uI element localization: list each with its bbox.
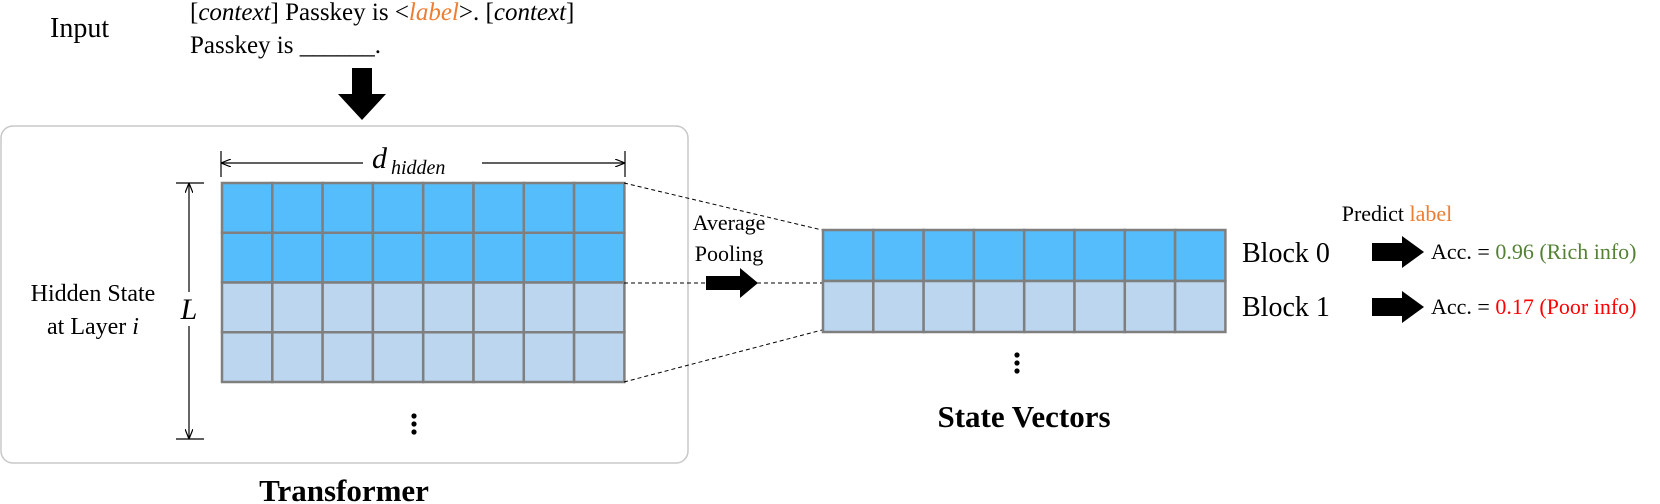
block-0-acc-prefix: Acc. = [1431,239,1495,264]
hidden-state-cell [421,181,475,234]
block-0-right-arrow-icon [1372,236,1424,268]
hidden-state-cell [371,181,425,234]
hidden-state-cell [321,331,375,384]
hidden-state-cell [220,281,274,334]
input-context-2: context [494,0,567,26]
state-vector-cell [1123,279,1177,334]
hidden-state-cell [271,281,324,334]
state-vectors-ellipsis-icon [1014,352,1020,374]
thick-down-arrow-icon [338,68,386,120]
dhidden-sub: hidden [391,157,445,179]
pooling-label-2: Pooling [695,241,763,266]
state-vector-cell [821,228,875,283]
hidden-state-var: i [132,314,139,340]
state-vector-cell [1022,228,1076,283]
pooling-label-1: Average [693,210,766,235]
block-0-acc: Acc. = 0.96 (Rich info) [1431,239,1636,264]
hidden-state-cell [220,231,274,284]
hidden-state-cell [271,231,324,284]
hidden-state-cell [572,181,626,234]
state-vector-cell [872,279,925,334]
transformer-title: Transformer [259,473,429,504]
hidden-state-cell [321,231,375,284]
L-label: L [180,293,198,326]
hidden-state-cell [472,331,526,384]
input-line-2: Passkey is ______. [190,32,381,59]
hidden-state-cell [321,281,375,334]
state-vector-cell [1173,279,1227,334]
dhidden-base: d [372,142,388,175]
state-vector-cell [922,279,976,334]
state-vector-cell [872,228,925,283]
state-vector-cell [1073,279,1127,334]
input-context-1: context [198,0,271,26]
block-0-acc-value: 0.96 (Rich info) [1495,239,1636,264]
hidden-state-cell [522,281,576,334]
input-mid-2: >. [ [459,0,494,26]
state-vector-cell [972,228,1026,283]
transformer-ellipsis-icon [411,413,417,435]
input-line-1: [context] Passkey is <label>. [context] [190,0,574,26]
block-0-name: Block 0 [1242,238,1330,269]
hidden-state-cell [572,331,626,384]
hidden-state-label-2: at Layer i [47,314,139,340]
hidden-state-cell [522,181,576,234]
hidden-state-cell [472,281,526,334]
hidden-state-cell [472,231,526,284]
block-1-name: Block 1 [1242,292,1330,323]
predict-label-word: label [1410,201,1453,226]
input-open-bracket: [ [190,0,198,26]
state-vector-cell [1073,228,1127,283]
dashed-connector-bottom [623,329,823,383]
hidden-state-cell [522,231,576,284]
hidden-state-cell [271,181,324,234]
hidden-state-cell [371,281,425,334]
state-vectors-grid [821,228,1227,334]
state-vector-cell [922,228,976,283]
transformer-hidden-state-grid [220,181,626,384]
hidden-state-cell [421,331,475,384]
predict-prefix: Predict [1342,201,1410,226]
state-vector-cell [821,279,875,334]
hidden-state-cell [371,231,425,284]
hidden-state-cell [220,331,274,384]
predict-label: Predict label [1342,201,1453,226]
hidden-state-cell [321,181,375,234]
state-vector-cell [1123,228,1177,283]
hidden-state-cell [472,181,526,234]
block-1-acc: Acc. = 0.17 (Poor info) [1431,294,1636,319]
hidden-state-cell [271,331,324,384]
block-1-acc-value: 0.17 (Poor info) [1495,294,1636,319]
dashed-connector-top [623,182,823,231]
hidden-state-prefix: at Layer [47,314,132,340]
hidden-state-cell [371,331,425,384]
hidden-state-cell [421,231,475,284]
hidden-state-cell [572,281,626,334]
state-vector-cell [1022,279,1076,334]
input-label-word: label [409,0,459,26]
hidden-state-cell [522,331,576,384]
block-1-right-arrow-icon [1372,291,1424,323]
pooling-right-arrow-icon [706,268,758,298]
block-1-acc-prefix: Acc. = [1431,294,1495,319]
hidden-state-cell [421,281,475,334]
state-vector-cell [1173,228,1227,283]
hidden-state-cell [220,181,274,234]
input-close-bracket: ] [566,0,574,26]
input-title: Input [50,13,109,44]
state-vector-cell [972,279,1026,334]
hidden-state-cell [572,231,626,284]
state-vectors-title: State Vectors [937,399,1110,434]
hidden-state-label-1: Hidden State [31,281,156,307]
transformer-panel [0,125,689,464]
input-mid-1: ] Passkey is < [271,0,409,26]
